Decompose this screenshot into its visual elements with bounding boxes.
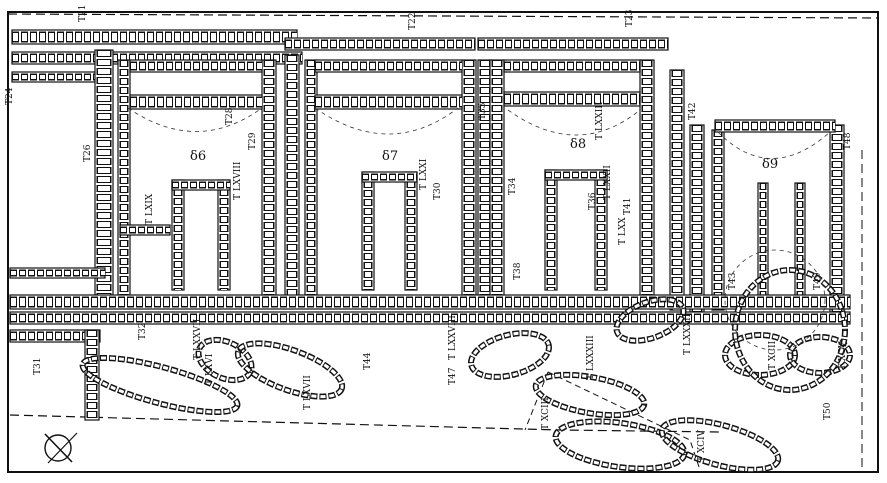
tomb-label-roman: T LXIX — [145, 193, 155, 225]
stone-wall — [489, 59, 505, 301]
stone-wall — [544, 169, 558, 291]
stone-grave — [722, 332, 798, 378]
stone-wall — [9, 267, 106, 279]
circular-outline — [724, 249, 826, 351]
stone-grave — [552, 418, 688, 472]
stone-wall — [11, 29, 298, 45]
stone-wall — [461, 59, 477, 301]
excavation-limit-top — [7, 13, 879, 19]
stone-grave — [468, 330, 552, 380]
plan-frame — [7, 11, 879, 473]
walls — [9, 29, 853, 473]
tomb-label: T50 — [823, 402, 833, 420]
north-arrow-icon — [44, 432, 78, 464]
tomb-label: T38 — [513, 262, 523, 280]
stone-wall — [9, 294, 851, 310]
stone-grave — [787, 334, 853, 376]
tomb-label: T21 — [78, 5, 88, 22]
stone-wall — [284, 37, 476, 51]
stone-wall — [689, 124, 705, 316]
tomb-label: T34 — [508, 177, 518, 195]
stone-wall — [171, 179, 185, 291]
trench-outline — [524, 371, 701, 471]
tomb-label: T48 — [843, 132, 853, 150]
stone-wall — [503, 59, 641, 73]
tomb-label-roman: T LXVIII — [233, 161, 243, 200]
stone-wall — [477, 59, 493, 301]
stone-wall — [217, 179, 231, 291]
stone-wall — [117, 59, 131, 296]
stone-wall — [314, 59, 463, 73]
vault-arc — [127, 107, 263, 132]
tomb-label-roman: T LXXVII — [193, 318, 203, 360]
tomb-label: T31 — [33, 358, 43, 375]
tomb-label-roman: T LXXVIII — [448, 315, 458, 360]
stone-grave — [658, 417, 782, 473]
tomb-label-roman: T LXXXII — [683, 313, 693, 355]
tomb-label: T28 — [225, 107, 235, 125]
stone-wall — [171, 179, 231, 191]
stone-wall — [9, 311, 851, 325]
tomb-label-roman: T LXXII — [603, 165, 613, 200]
stone-wall — [714, 119, 836, 133]
tomb-label: T44 — [363, 352, 373, 370]
stone-wall — [284, 54, 300, 301]
stone-wall — [94, 49, 114, 301]
vault-arc — [507, 109, 641, 136]
stone-grave — [79, 354, 241, 416]
stone-wall — [361, 171, 418, 183]
stone-wall — [477, 37, 669, 51]
room-label-delta8: δ8 — [570, 137, 586, 152]
room-label-delta7: δ7 — [382, 149, 398, 164]
tomb-label: T36 — [588, 192, 598, 210]
stone-wall — [639, 59, 655, 301]
stone-wall — [669, 69, 685, 311]
tomb-label-roman: T LXXIII — [595, 101, 605, 140]
stone-wall — [361, 171, 375, 291]
tomb-label: T23 — [625, 9, 635, 27]
tomb-label: T49 — [813, 272, 823, 290]
stone-wall — [404, 171, 418, 291]
tomb-label: T24 — [5, 87, 15, 105]
tomb-label: T41 — [623, 198, 633, 215]
tomb-label: T47 — [448, 367, 458, 385]
tomb-label-roman: T XCV — [838, 341, 848, 370]
stone-grave — [732, 267, 848, 393]
stone-wall — [794, 182, 806, 301]
stone-wall — [129, 94, 263, 110]
stone-wall — [503, 91, 641, 107]
stone-grave — [613, 296, 687, 344]
tomb-label: T32 — [138, 323, 148, 340]
tomb-label: T30 — [433, 182, 443, 200]
tomb-label-roman: T LXXI — [419, 158, 429, 190]
tomb-label-roman: T LXVI — [205, 353, 215, 385]
tomb-label-roman: T LXVII — [303, 375, 313, 410]
tomb-label-roman: T XCII — [768, 340, 778, 370]
stone-wall — [119, 224, 171, 236]
tomb-label-roman: T XCIII — [541, 397, 551, 430]
excavation-limit-bottom — [9, 414, 721, 433]
vault-arcs — [127, 107, 831, 351]
tomb-label-roman: T XCIV — [697, 429, 707, 462]
stone-wall — [711, 129, 725, 311]
tomb-label: T26 — [83, 144, 93, 162]
tomb-label: T29 — [248, 132, 258, 150]
stone-grave — [234, 340, 346, 400]
stone-grave — [532, 371, 648, 419]
tomb-label: T42 — [688, 103, 698, 120]
stone-wall — [261, 59, 277, 301]
tomb-label: T22 — [408, 13, 418, 30]
stone-wall — [544, 169, 608, 181]
stone-grave — [195, 336, 255, 384]
stone-wall — [304, 59, 318, 296]
room-label-delta9: δ9 — [762, 157, 778, 172]
stone-wall — [829, 124, 845, 316]
tomb-label: T33 — [478, 102, 488, 120]
tomb-label-roman: T LXXXIII — [586, 335, 596, 380]
room-label-delta6: δ6 — [190, 149, 206, 164]
stone-wall — [129, 59, 263, 73]
tomb-label: T43 — [728, 272, 738, 290]
stone-wall — [314, 94, 463, 110]
tomb-label-roman: T LXX — [618, 217, 628, 245]
